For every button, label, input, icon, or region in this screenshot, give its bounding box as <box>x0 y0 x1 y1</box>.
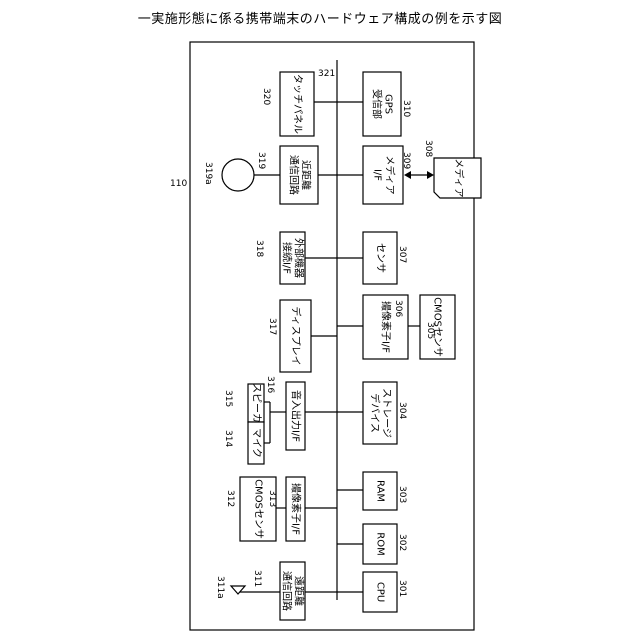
img-if-left-label: 撮像素子I/F <box>290 483 303 535</box>
rom-label: ROM <box>375 532 386 555</box>
speaker-label: スピーカ <box>251 383 263 423</box>
nfc-ref: 319 <box>256 152 266 169</box>
ext-if-ref: 318 <box>254 240 264 257</box>
touch-panel-label: タッチパネル <box>292 74 304 134</box>
cpu-ref: 301 <box>397 580 407 597</box>
display-label: ディスプレイ <box>290 306 303 365</box>
mic-label: マイク <box>251 428 263 458</box>
cpu-label: CPU <box>375 582 386 602</box>
media-if-label: I/F <box>372 169 383 181</box>
device-ref: 110 <box>170 179 187 189</box>
rom-ref: 302 <box>397 534 407 551</box>
img-if-right-label: 撮像素子I/F <box>380 301 393 353</box>
far-antenna-ref: 311a <box>215 576 225 599</box>
nfc-label: 通信回路 <box>288 155 301 195</box>
gps-ref: 310 <box>401 100 411 117</box>
cmos-left-label: CMOSセンサ <box>253 479 265 539</box>
far-comm-ref: 311 <box>252 570 262 587</box>
media-if-ref: 309 <box>401 152 411 169</box>
media-ref: 308 <box>423 140 433 157</box>
sensor-ref: 307 <box>397 246 407 263</box>
sensor-label: センサ <box>375 243 387 273</box>
storage-label: デバイス <box>369 393 382 433</box>
nfc-antenna-icon <box>222 159 254 191</box>
far-comm-label: 通信回路 <box>281 571 294 611</box>
mic-ref: 314 <box>223 430 233 447</box>
audio-io-label: 音入出力I/F <box>290 390 303 442</box>
img-if-left-ref: 313 <box>267 490 277 507</box>
nfc-label: 近距離 <box>300 160 313 190</box>
ext-if-label: 外部機器 <box>293 238 306 278</box>
touch-panel-ref: 320 <box>261 88 271 105</box>
cmos-right-ref: 305 <box>425 322 435 339</box>
audio-io-ref: 316 <box>265 376 275 393</box>
storage-label: ストレージ <box>381 388 392 438</box>
media-if-label: メディア <box>384 155 397 194</box>
ext-if-label: 接続I/F <box>281 242 294 274</box>
ram-ref: 303 <box>397 486 407 503</box>
bus-ref: 321 <box>318 69 335 79</box>
far-comm-label: 遠距離 <box>293 576 306 606</box>
img-if-right-ref: 306 <box>393 300 403 317</box>
cmos-left-ref: 312 <box>225 490 235 507</box>
gps-label: GPS <box>383 94 394 114</box>
speaker-ref: 315 <box>223 390 233 407</box>
storage-ref: 304 <box>397 402 407 419</box>
gps-label: 受信部 <box>371 89 384 119</box>
nfc-antenna-ref: 319a <box>203 162 213 185</box>
ram-label: RAM <box>375 480 386 502</box>
media-label: メディア <box>453 158 466 197</box>
display-ref: 317 <box>267 318 277 335</box>
